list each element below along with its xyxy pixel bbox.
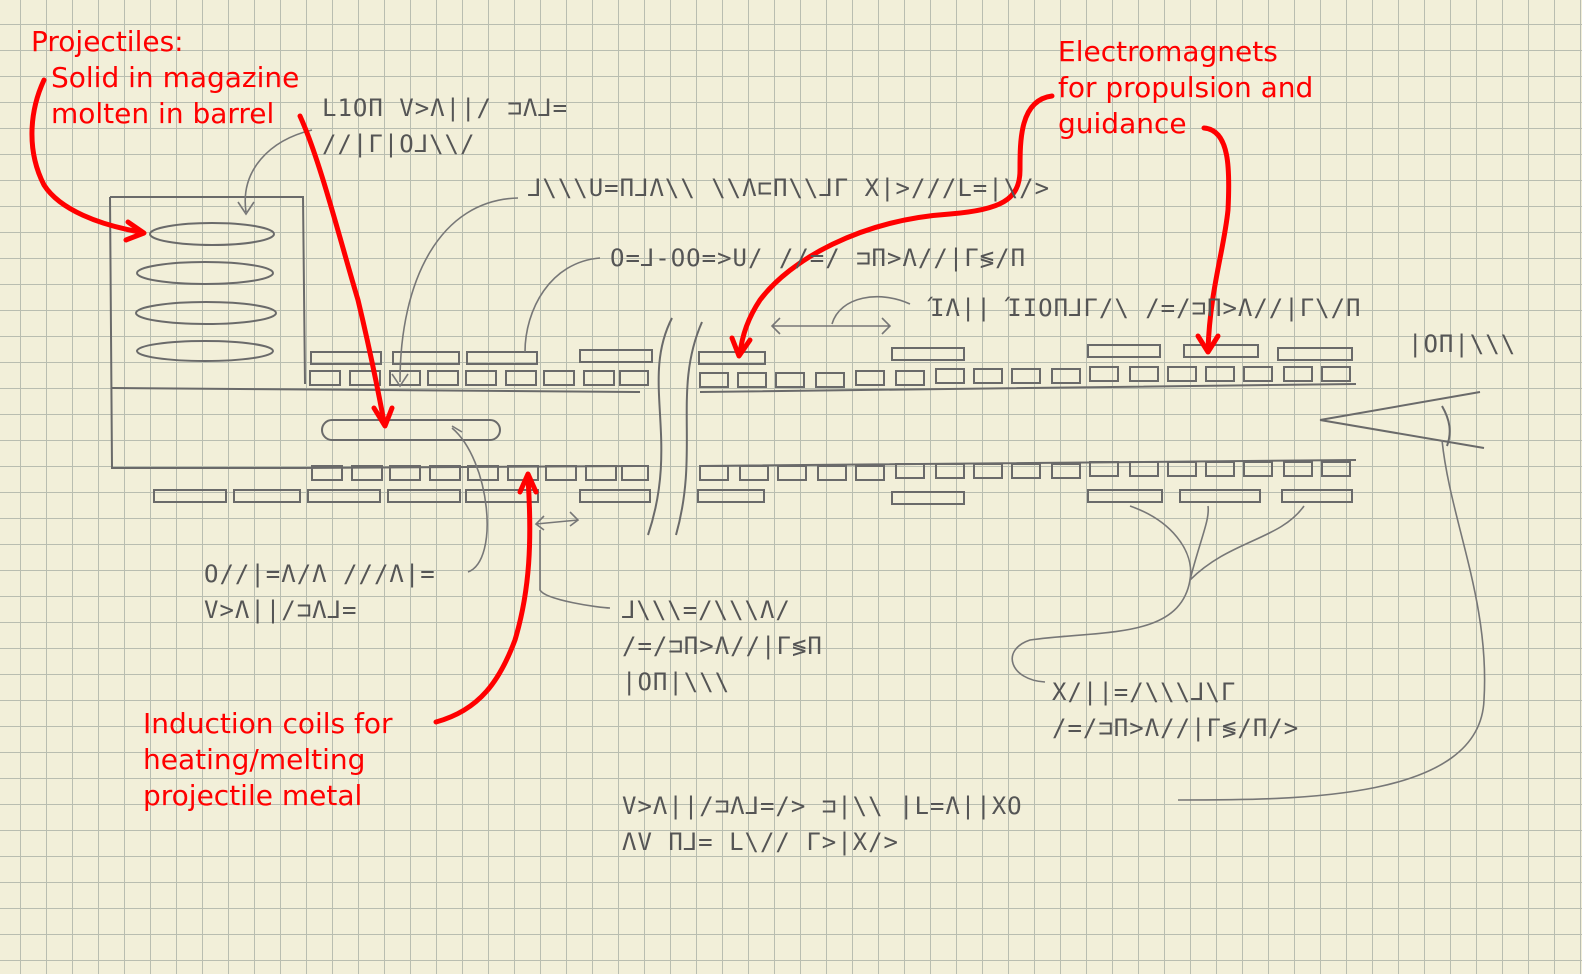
induction-line3: projectile metal bbox=[143, 779, 363, 812]
induction-line2: heating/melting bbox=[143, 743, 366, 776]
muzzle-cone bbox=[1319, 391, 1485, 449]
electromagnets-line3: guidance bbox=[1058, 107, 1187, 140]
coil-row-bottom-inner bbox=[311, 461, 1351, 481]
red-arrow-induction bbox=[433, 475, 533, 725]
alien-script-note: X/||=/\\\⅃\Γ/=/⊐Π>Λ//|Γ≶/Π/> bbox=[1052, 678, 1300, 742]
barrel-break-line bbox=[647, 317, 673, 536]
red-arrow-projectiles bbox=[29, 77, 143, 235]
alien-script-note: |ΟΠ|\\\ bbox=[1408, 330, 1517, 358]
coil-row-top-outer bbox=[310, 344, 1353, 365]
electromagnets-line2: for propulsion and bbox=[1058, 71, 1314, 104]
barrel-top-wall bbox=[111, 383, 1357, 393]
alien-script-note: ⅃\\\U=Π⅃Λ\\ \\Λ⊏Π\\⅃Γ X|>///L=|\/> bbox=[528, 174, 1051, 202]
electromagnets-line1: Electromagnets bbox=[1058, 35, 1278, 68]
pencil-leader bbox=[237, 129, 313, 216]
red-arrow-electromagnet-right bbox=[1201, 125, 1232, 353]
pencil-leader bbox=[1177, 439, 1486, 801]
magazine-projectile bbox=[136, 340, 274, 362]
red-arrow-head bbox=[371, 405, 395, 429]
projectiles-line-solid: Solid in magazine bbox=[51, 61, 300, 94]
magazine-projectile bbox=[136, 261, 274, 285]
pencil-arrow bbox=[770, 317, 892, 335]
coil-row-bottom-outer bbox=[153, 489, 1353, 505]
red-arrow-head bbox=[123, 219, 147, 243]
pencil-leader bbox=[451, 425, 488, 573]
alien-script-note: Ο//|=Λ/Λ ///Λ|=V>Λ||/⊐Λ⅃= bbox=[204, 560, 436, 624]
alien-script-note: Ο=⅃-ΟΟ=>U/ //=/ ⊐Π>Λ//|Γ≶/Π bbox=[610, 244, 1027, 272]
alien-script-note: L1ΟΠ V>Λ||/ ⊐Λ⅃=//|Γ|Ο⅃\\/ bbox=[322, 94, 569, 158]
pencil-leader bbox=[524, 257, 601, 353]
pencil-leader bbox=[831, 295, 911, 325]
alien-script-note: ΊΛ|| ΊΙΟΠ⅃Γ/\ /=/⊐Π>Λ//|Γ\/Π bbox=[930, 294, 1362, 322]
red-arrow-head bbox=[517, 471, 539, 495]
magazine-projectile bbox=[135, 301, 277, 325]
coil-row-top-inner bbox=[309, 366, 1351, 388]
red-arrow-head bbox=[1195, 333, 1221, 355]
electromagnets-annotation: Electromagnets for propulsion and guidan… bbox=[1058, 34, 1313, 142]
projectiles-title: Projectiles: bbox=[31, 25, 184, 58]
projectiles-line-molten: molten in barrel bbox=[51, 97, 275, 130]
pencil-leader bbox=[1189, 505, 1305, 581]
red-arrow-molten bbox=[297, 113, 387, 425]
projectiles-annotation: Projectiles: Solid in magazine molten in… bbox=[31, 24, 299, 132]
induction-line1: Induction coils for bbox=[143, 707, 393, 740]
induction-annotation: Induction coils for heating/melting proj… bbox=[143, 706, 393, 814]
red-arrow-head bbox=[729, 335, 753, 359]
barrel-projectile bbox=[321, 419, 501, 441]
pencil-leader bbox=[1011, 505, 1192, 683]
alien-script-note: ⅃\\\=/\\\Λ//=/⊐Π>Λ//|Γ≶Π|ΟΠ|\\\ bbox=[622, 596, 823, 696]
pencil-arrow bbox=[534, 511, 580, 531]
pencil-leader bbox=[539, 530, 611, 609]
pencil-leader bbox=[391, 197, 519, 388]
magazine-outline bbox=[109, 196, 306, 469]
magazine-projectile bbox=[149, 222, 275, 246]
barrel-break-line bbox=[675, 321, 703, 536]
red-arrow-electromagnet-left bbox=[737, 93, 1055, 357]
